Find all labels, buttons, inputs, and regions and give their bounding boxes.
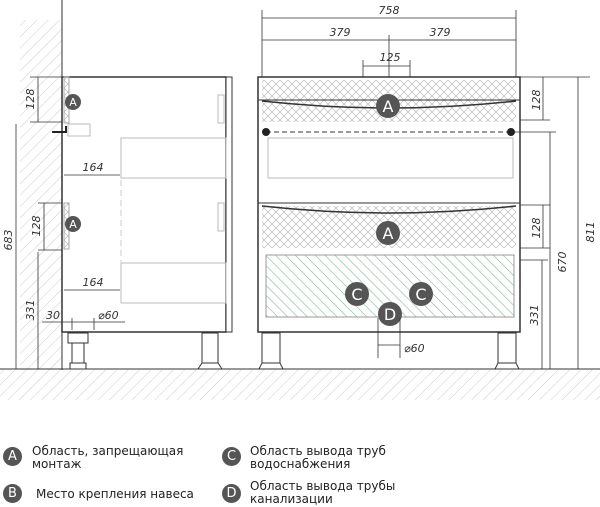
dim-125: 125 <box>380 51 401 64</box>
dim-758: 758 <box>379 4 400 17</box>
dim-front-pipe: ⌀60 <box>404 342 425 355</box>
dimension-lines <box>15 10 590 369</box>
svg-text:A: A <box>383 224 394 243</box>
dim-30: 30 <box>46 309 60 322</box>
svg-text:A: A <box>383 97 394 116</box>
legend-badge-a: A <box>3 447 22 466</box>
svg-text:A: A <box>69 218 77 231</box>
svg-text:A: A <box>69 96 77 109</box>
svg-text:D: D <box>384 305 396 324</box>
marker-a-front-mid: A <box>376 221 400 245</box>
legend-badge-d: D <box>222 484 241 503</box>
legend-badge-b: B <box>3 484 22 503</box>
dim-side-128-top: 128 <box>24 89 37 110</box>
legend-text-b: Место крепления навеса <box>36 487 194 501</box>
svg-text:C: C <box>351 285 362 304</box>
hanger-point-right <box>507 128 515 136</box>
drawing: A A A A C C D 758 379 379 125 128 128 67… <box>0 0 600 400</box>
dim-front-128-top: 128 <box>530 90 543 111</box>
legend-text-c: Область вывода труб водоснабжения <box>250 444 386 471</box>
dim-811: 811 <box>584 222 597 243</box>
dim-670: 670 <box>556 252 569 273</box>
dim-front-331: 331 <box>528 305 541 326</box>
hanger-b <box>52 126 67 133</box>
legend-badge-c: C <box>222 447 241 466</box>
dim-379-right: 379 <box>430 26 451 39</box>
legend-text-a: Область, запрещающая монтаж <box>32 444 184 471</box>
dim-164-upper: 164 <box>83 161 104 174</box>
marker-c-left: C <box>345 282 369 306</box>
dim-164-lower: 164 <box>83 276 104 289</box>
marker-d: D <box>378 302 402 326</box>
hanger-point-left <box>262 128 270 136</box>
marker-a-side-top: A <box>65 94 81 110</box>
wall-hatch <box>20 20 62 370</box>
marker-c-right: C <box>409 282 433 306</box>
dim-379-left: 379 <box>330 26 351 39</box>
dim-front-128-mid: 128 <box>530 218 543 239</box>
dim-side-pipe: ⌀60 <box>98 309 119 322</box>
marker-a-front-top: A <box>376 94 400 118</box>
dim-side-128-mid: 128 <box>30 216 43 237</box>
dim-683: 683 <box>2 230 15 251</box>
dim-side-331: 331 <box>24 300 37 321</box>
svg-text:C: C <box>415 285 426 304</box>
floor-hatch <box>0 370 600 400</box>
marker-a-side-mid: A <box>65 216 81 232</box>
legend-text-d: Область вывода трубы канализации <box>250 479 396 506</box>
